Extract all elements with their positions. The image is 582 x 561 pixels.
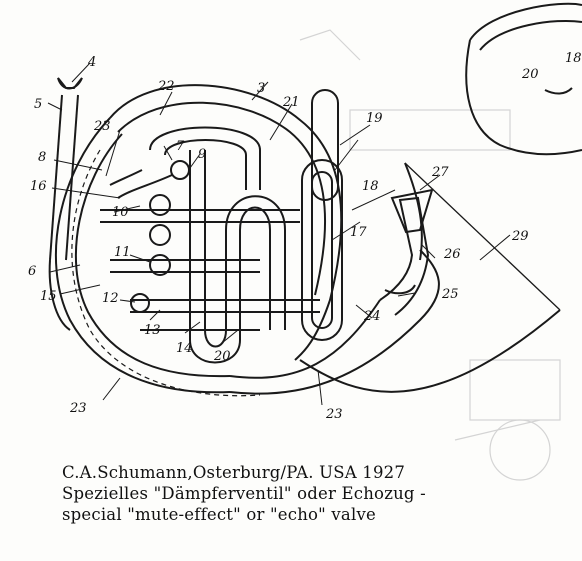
leader-lines — [47, 62, 511, 406]
label-24: 24 — [363, 309, 381, 324]
label-19: 19 — [366, 111, 383, 126]
label-18-right: 18 — [362, 179, 379, 194]
label-18-fig2: 18 — [565, 51, 582, 66]
label-5: 5 — [34, 97, 42, 112]
rotary-valve-4 — [130, 293, 150, 313]
label-23-left: 23 — [69, 401, 87, 416]
bell-flare-bottom — [229, 299, 381, 379]
top-slide-loop — [311, 89, 339, 201]
hidden-tube — [71, 149, 261, 397]
bell-rim-upper — [404, 162, 423, 261]
figure-caption: C.A.Schumann,Osterburg/PA. USA 1927 Spez… — [62, 462, 572, 525]
horn-body — [48, 2, 582, 397]
leadpipe-left — [49, 94, 63, 261]
echo-bell-pipe — [379, 196, 430, 316]
u-slide-1 — [189, 150, 271, 364]
label-25: 25 — [441, 287, 459, 302]
leadpipe-right — [65, 94, 79, 261]
rotary-valve-3 — [149, 254, 171, 276]
label-21: 21 — [282, 95, 300, 110]
left-hoop-inner — [74, 133, 231, 378]
fig2-arc-outer — [469, 2, 582, 41]
inner-hoop — [117, 101, 327, 296]
fig2-hoop — [465, 39, 582, 156]
bell-flare-top — [229, 249, 440, 395]
label-11: 11 — [114, 245, 131, 260]
reference-labels: 4 5 22 3 21 23 19 7 9 8 16 10 18 17 27 2… — [28, 51, 582, 422]
label-23-bottom: 23 — [325, 407, 343, 422]
valve-levers — [109, 169, 173, 199]
echo-bell-cone — [390, 188, 434, 234]
long-slide-outer — [301, 159, 343, 341]
label-17: 17 — [350, 225, 367, 240]
label-15: 15 — [40, 289, 57, 304]
long-slide-inner — [311, 171, 333, 329]
caption-line-1: C.A.Schumann,Osterburg/PA. USA 1927 — [62, 463, 406, 482]
label-22: 22 — [157, 79, 175, 94]
fig2-arc-inner — [479, 19, 582, 51]
label-10: 10 — [112, 205, 129, 220]
label-8: 8 — [38, 150, 46, 165]
rotary-valve-1 — [149, 194, 171, 216]
label-7: 7 — [176, 139, 185, 154]
label-20-main: 20 — [213, 349, 231, 364]
bell-rim-line — [404, 162, 561, 311]
label-16: 16 — [30, 179, 47, 194]
valve-lever-cap — [170, 160, 190, 180]
label-27: 27 — [431, 165, 449, 180]
bell-outer — [299, 309, 561, 393]
upper-loop-inner — [164, 139, 247, 190]
caption-line-3: special "mute-effect" or "echo" valve — [62, 505, 376, 524]
label-12: 12 — [102, 291, 119, 306]
background-faded-print — [299, 29, 561, 481]
label-14: 14 — [176, 341, 193, 356]
label-6: 6 — [28, 264, 36, 279]
u-slide-2 — [204, 150, 286, 348]
label-4: 4 — [87, 55, 96, 70]
label-20-fig2: 20 — [521, 67, 539, 82]
rotary-valve-2 — [149, 224, 171, 246]
label-26: 26 — [443, 247, 461, 262]
echo-joint — [384, 284, 416, 295]
label-13: 13 — [144, 323, 161, 338]
label-9: 9 — [198, 147, 206, 162]
label-3: 3 — [257, 81, 265, 96]
label-29: 29 — [511, 229, 529, 244]
caption-line-2: Spezielles "Dämpferventil" oder Echozug … — [62, 484, 426, 503]
mouthpiece-cup — [57, 77, 83, 90]
upper-loop — [149, 126, 261, 190]
label-23-top: 23 — [93, 119, 111, 134]
fig2-tube — [544, 87, 573, 95]
left-hoop-outer — [54, 117, 231, 394]
